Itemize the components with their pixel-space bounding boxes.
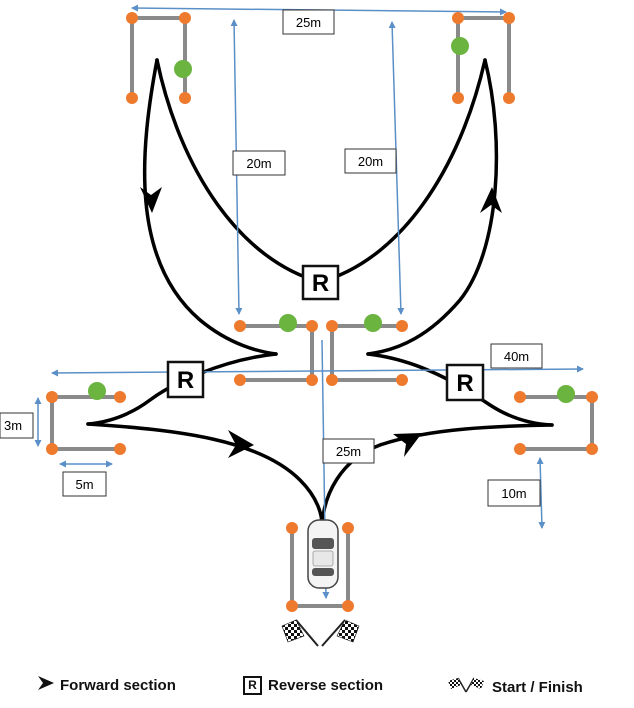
dimension-lines bbox=[34, 4, 584, 599]
forward-arrow-icon bbox=[480, 187, 502, 213]
forward-arrow-icon bbox=[393, 433, 422, 457]
svg-text:25m: 25m bbox=[336, 444, 361, 459]
svg-text:20m: 20m bbox=[246, 156, 271, 171]
top-left-barrier bbox=[130, 16, 187, 100]
svg-text:R: R bbox=[177, 367, 194, 394]
cone bbox=[179, 92, 191, 104]
top-right-barrier bbox=[456, 16, 511, 100]
cone bbox=[452, 12, 464, 24]
cone bbox=[114, 443, 126, 455]
cone bbox=[46, 443, 58, 455]
checkered-flags-icon bbox=[281, 619, 360, 647]
legend-start-finish-label: Start / Finish bbox=[492, 678, 583, 696]
car-icon bbox=[307, 519, 339, 589]
cone bbox=[126, 12, 138, 24]
center-left-barrier bbox=[238, 324, 314, 382]
right-outer-curve bbox=[366, 58, 499, 356]
cone bbox=[503, 12, 515, 24]
cone bbox=[234, 320, 246, 332]
label-left-box-width: 5m bbox=[62, 471, 107, 497]
cone bbox=[396, 374, 408, 386]
green-markers bbox=[88, 37, 575, 403]
driving-paths bbox=[86, 58, 554, 527]
cone bbox=[179, 12, 191, 24]
label-right-offset: 10m bbox=[487, 479, 541, 507]
cone bbox=[326, 374, 338, 386]
green-marker bbox=[557, 385, 575, 403]
dimension-right-offset bbox=[536, 457, 546, 529]
cone bbox=[326, 320, 338, 332]
right-lower-curve bbox=[366, 352, 554, 427]
forward-arrow-icon bbox=[140, 187, 162, 213]
cone bbox=[514, 391, 526, 403]
cone bbox=[514, 443, 526, 455]
reverse-marker-top: R bbox=[301, 264, 340, 301]
left-lower-curve bbox=[86, 352, 278, 426]
cone bbox=[306, 320, 318, 332]
svg-text:5m: 5m bbox=[75, 477, 93, 492]
legend: Forward section R Reverse section Sta bbox=[0, 676, 634, 706]
reverse-marker-left: R bbox=[166, 360, 205, 399]
cone bbox=[286, 522, 298, 534]
cone bbox=[342, 600, 354, 612]
left-to-start-curve bbox=[86, 422, 324, 527]
right-box-barrier bbox=[518, 395, 594, 451]
svg-text:25m: 25m bbox=[296, 15, 321, 30]
dimension-mid-width bbox=[51, 365, 584, 377]
legend-reverse: R Reverse section bbox=[243, 676, 383, 695]
cone bbox=[46, 391, 58, 403]
cone bbox=[234, 374, 246, 386]
cone bbox=[126, 92, 138, 104]
label-center-height: 25m bbox=[322, 438, 375, 464]
checkered-flags-icon bbox=[446, 676, 486, 698]
forward-arrow-icon bbox=[228, 430, 254, 458]
green-marker bbox=[174, 60, 192, 78]
svg-text:20m: 20m bbox=[358, 154, 383, 169]
cone bbox=[342, 522, 354, 534]
reverse-marker-right: R bbox=[445, 363, 485, 402]
cone bbox=[586, 391, 598, 403]
svg-text:3m: 3m bbox=[4, 418, 22, 433]
cone bbox=[586, 443, 598, 455]
start-box-barrier bbox=[290, 526, 350, 608]
label-left-box-height: 3m bbox=[0, 412, 34, 439]
forward-arrows bbox=[140, 187, 502, 458]
left-box-barrier bbox=[50, 395, 122, 451]
label-mid-width: 40m bbox=[490, 343, 543, 369]
label-right-height: 20m bbox=[344, 148, 397, 174]
legend-forward: Forward section bbox=[38, 676, 176, 694]
top-u-curve bbox=[155, 58, 487, 284]
arrowhead-icon bbox=[38, 676, 54, 694]
svg-text:40m: 40m bbox=[504, 349, 529, 364]
label-top-width: 25m bbox=[282, 9, 335, 35]
legend-reverse-label: Reverse section bbox=[268, 677, 384, 694]
label-left-height: 20m bbox=[232, 150, 286, 176]
cones bbox=[46, 12, 598, 612]
start-to-right-curve bbox=[320, 423, 554, 527]
cone bbox=[452, 92, 464, 104]
cone bbox=[396, 320, 408, 332]
green-marker bbox=[88, 382, 106, 400]
legend-start-finish: Start / Finish bbox=[446, 676, 583, 698]
svg-text:R: R bbox=[456, 370, 473, 397]
green-marker bbox=[451, 37, 469, 55]
course-diagram: R R R 25m 20m 20m 40m 3m 5m 25m 10m bbox=[0, 4, 598, 647]
svg-text:R: R bbox=[312, 270, 329, 297]
green-marker bbox=[364, 314, 382, 332]
legend-forward-label: Forward section bbox=[60, 676, 176, 694]
cone bbox=[114, 391, 126, 403]
green-marker bbox=[279, 314, 297, 332]
cone bbox=[306, 374, 318, 386]
cone bbox=[286, 600, 298, 612]
left-outer-curve bbox=[142, 58, 278, 356]
cone bbox=[503, 92, 515, 104]
svg-text:10m: 10m bbox=[501, 486, 526, 501]
r-box-icon: R bbox=[243, 676, 262, 695]
